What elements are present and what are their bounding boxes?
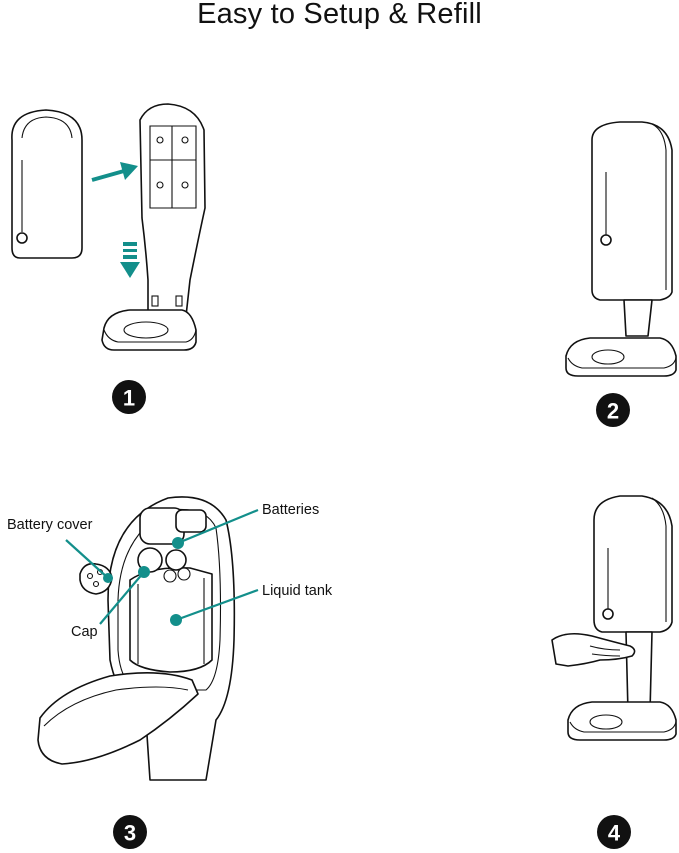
hand-icon (551, 632, 636, 667)
label-cap: Cap (71, 624, 98, 640)
step4-illustration: 4 (551, 495, 677, 849)
page-title: Easy to Setup & Refill (197, 0, 482, 30)
leader-liquid-tank (175, 588, 259, 622)
step-number-1: 1 (112, 380, 146, 414)
step-number-4: 4 (597, 815, 631, 849)
step-number-label: 1 (123, 386, 135, 411)
step1-illustration: 1 (11, 103, 206, 414)
arrow-icon (91, 162, 138, 182)
leader-battery-cover (65, 539, 109, 579)
wall-plate-icon (139, 103, 206, 317)
arrow-icon (120, 242, 140, 278)
label-battery-cover: Battery cover (7, 517, 93, 533)
dispenser-icon (593, 495, 673, 633)
liquid-tank (129, 566, 213, 673)
leader-cap (99, 571, 145, 625)
batteries (137, 507, 207, 583)
step-number-3: 3 (113, 815, 147, 849)
step2-illustration: 2 (565, 121, 677, 427)
step-number-label: 4 (608, 821, 621, 846)
label-liquid-tank: Liquid tank (262, 583, 333, 599)
stand-base-icon (101, 309, 197, 351)
step3-illustration: 3 (37, 496, 259, 849)
leader-batteries (177, 508, 259, 545)
dispenser-icon (11, 109, 83, 259)
step-number-2: 2 (596, 393, 630, 427)
dispenser-icon (591, 121, 673, 301)
step-number-label: 3 (124, 821, 136, 846)
stand-base-icon (565, 299, 677, 377)
label-batteries: Batteries (262, 502, 320, 518)
step-number-label: 2 (607, 399, 619, 424)
